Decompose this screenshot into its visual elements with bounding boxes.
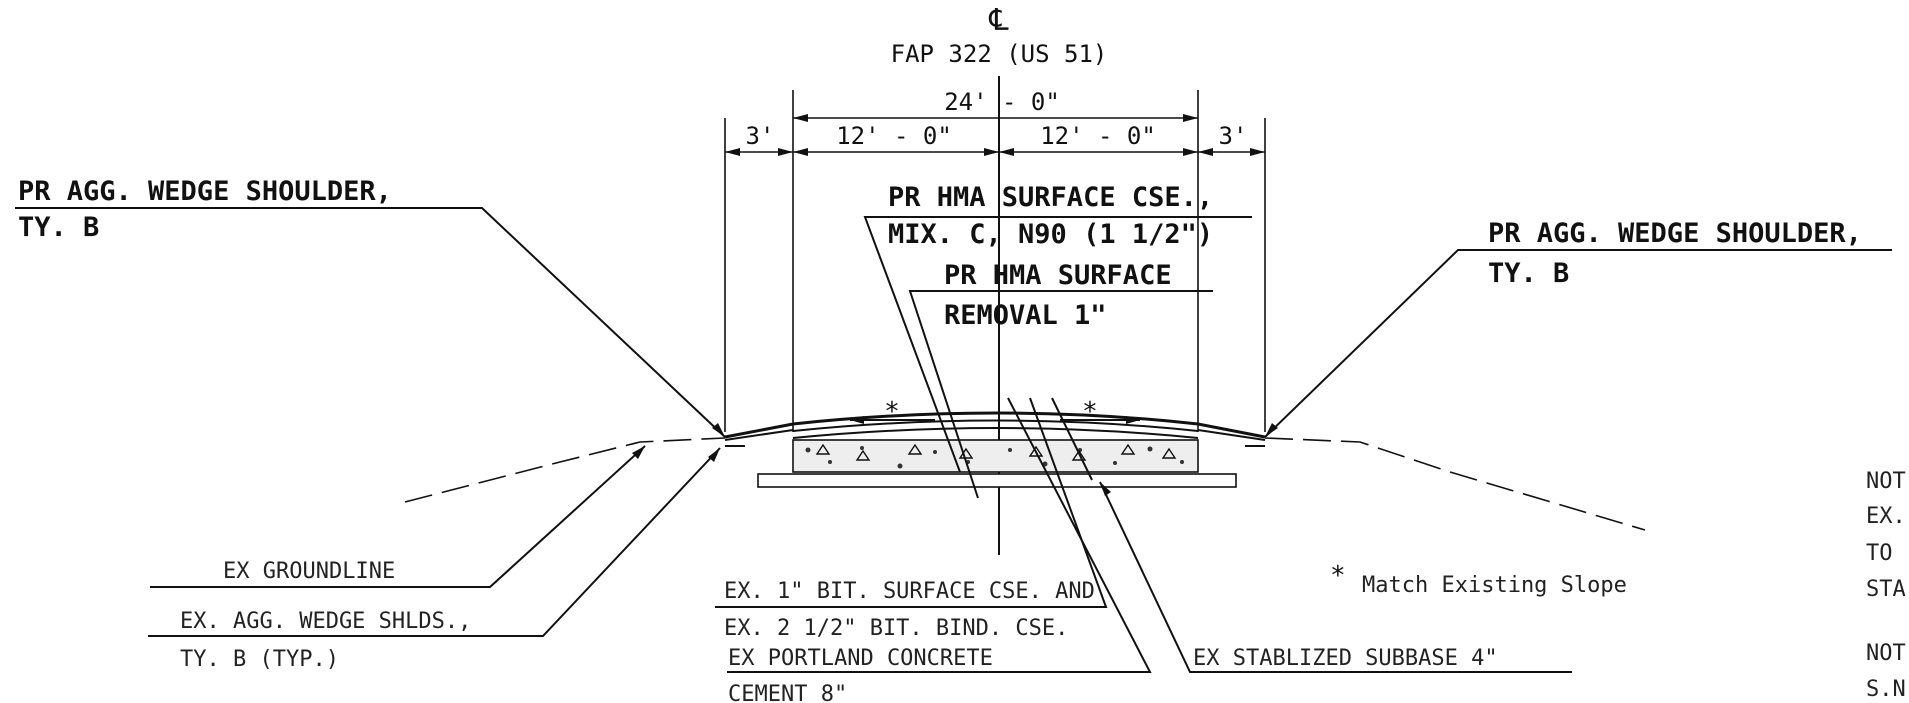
- left-shoulder-line1: PR AGG. WEDGE SHOULDER,: [18, 176, 392, 207]
- ex-pcc-line2: CEMENT 8": [728, 682, 847, 703]
- ex-groundline-label: EX GROUNDLINE: [223, 559, 395, 584]
- ex-subbase-label: EX STABLIZED SUBBASE 4": [1193, 646, 1498, 671]
- callout-surface-removal: [908, 290, 1213, 499]
- dim-right-shoulder: 3': [1219, 122, 1248, 150]
- surface-removal-line2: REMOVAL 1": [944, 300, 1107, 331]
- dimension-extension-lines: [724, 90, 1266, 432]
- callout-ex-bit: [715, 397, 1108, 608]
- callout-surface-course: [863, 216, 1252, 473]
- svg-text:EX.: EX.: [1866, 504, 1906, 529]
- slope-marks: * *: [850, 397, 1140, 427]
- ex-bit-line2: EX. 2 1/2" BIT. BIND. CSE.: [724, 616, 1068, 641]
- pavement-section: [724, 411, 1266, 488]
- ex-pcc-line1: EX PORTLAND CONCRETE: [728, 646, 993, 671]
- dim-total: 24' - 0": [944, 88, 1060, 116]
- left-shoulder-line2: TY. B: [18, 212, 99, 243]
- dim-left-shoulder: 3': [746, 122, 775, 150]
- existing-groundline: [404, 437, 1646, 531]
- ex-shoulders-line1: EX. AGG. WEDGE SHLDS.,: [180, 609, 471, 634]
- surface-course-line1: PR HMA SURFACE CSE.,: [888, 182, 1213, 213]
- surface-course-line2: MIX. C, N90 (1 1/2"): [888, 219, 1213, 250]
- total-width-dimension: [793, 114, 1198, 122]
- right-shoulder-line2: TY. B: [1488, 258, 1569, 289]
- callout-ex-groundline: [150, 445, 646, 588]
- slope-note-text: Match Existing Slope: [1362, 573, 1627, 598]
- ex-bit-line1: EX. 1" BIT. SURFACE CSE. AND: [724, 579, 1095, 604]
- callout-left-shoulder: [15, 207, 726, 438]
- dim-left-lane: 12' - 0": [836, 122, 952, 150]
- ex-shoulders-line2: TY. B (TYP.): [180, 647, 339, 672]
- svg-text:NOT: NOT: [1866, 641, 1906, 666]
- surface-removal-line1: PR HMA SURFACE: [944, 260, 1172, 291]
- notes-partial: NOT EX. TO STA NOT S.N: [1866, 469, 1906, 702]
- callout-ex-pcc: [727, 397, 1152, 673]
- callout-ex-subbase: [1051, 397, 1572, 673]
- pcc-slab: [792, 439, 1199, 473]
- svg-text:TO: TO: [1866, 541, 1893, 566]
- right-shoulder-line1: PR AGG. WEDGE SHOULDER,: [1488, 218, 1862, 249]
- lane-dimension-line: [725, 148, 1265, 156]
- svg-text:*: *: [1082, 397, 1098, 427]
- slope-note-symbol: *: [1330, 561, 1346, 591]
- callout-ex-shoulders: [148, 447, 721, 637]
- svg-text:STA: STA: [1866, 577, 1906, 602]
- callout-right-shoulder: [1264, 249, 1892, 438]
- centerline-symbol: ℄: [988, 3, 1009, 38]
- svg-text:*: *: [884, 397, 900, 427]
- svg-text:NOT: NOT: [1866, 469, 1906, 494]
- route-label: FAP 322 (US 51): [891, 40, 1108, 68]
- svg-text:S.N: S.N: [1866, 677, 1906, 702]
- dim-right-lane: 12' - 0": [1040, 122, 1156, 150]
